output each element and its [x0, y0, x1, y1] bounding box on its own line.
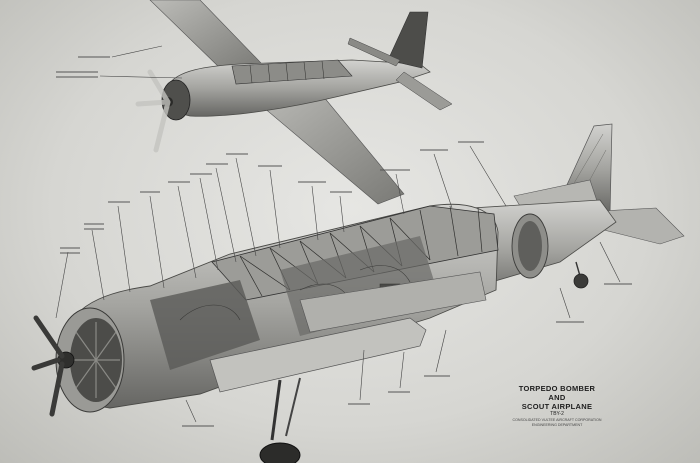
small-aircraft-view	[135, 0, 453, 205]
aircraft-designation: TBY-2	[550, 411, 564, 417]
right-stabilizer	[395, 71, 453, 111]
wing-root	[299, 271, 487, 333]
title-line-1: TORPEDO BOMBER	[518, 384, 596, 393]
propeller	[135, 69, 171, 153]
division-name: ENGINEERING DEPARTMENT	[531, 423, 583, 427]
bomb-bay-fairing	[209, 317, 427, 393]
main-wheel	[259, 442, 301, 463]
title-line-2: AND	[548, 393, 566, 402]
cutaway-propeller	[31, 315, 65, 417]
far-wing	[149, 0, 263, 71]
tail-wheel	[573, 273, 589, 289]
title-line-3: SCOUT AIRPLANE	[521, 402, 593, 411]
left-stabilizer	[347, 37, 401, 67]
cutaway-aircraft	[31, 123, 685, 463]
vertical-tail	[387, 11, 429, 69]
engine-cylinders	[72, 322, 120, 398]
main-landing-gear	[259, 377, 301, 463]
fuselage-section-interior	[518, 221, 542, 271]
canopy	[231, 59, 353, 85]
company-name: CONSOLIDATED VULTEE AIRCRAFT CORPORATION	[512, 418, 602, 422]
forward-cockpit-interior	[150, 280, 260, 370]
callout-text-marks	[56, 56, 632, 427]
callout-leaders	[55, 45, 621, 423]
title-block: TORPEDO BOMBER AND SCOUT AIRPLANE TBY-2 …	[498, 384, 616, 448]
